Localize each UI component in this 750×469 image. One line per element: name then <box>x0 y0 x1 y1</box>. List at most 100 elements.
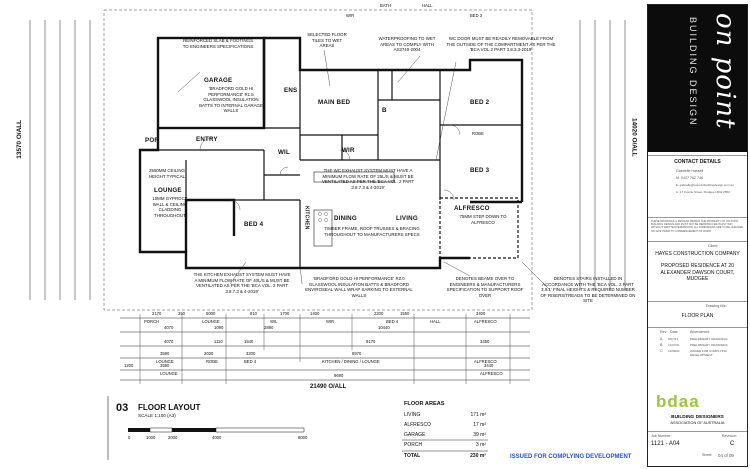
drawing-title: FLOOR PLAN <box>681 313 714 319</box>
bdaa-name: BUILDING DESIGNERS <box>671 415 724 420</box>
dim-label-bed4-2: BED 4 <box>244 359 257 364</box>
note-stairs: DENOTES STAIRS INSTALLED IN ACCORDANCE W… <box>540 276 636 303</box>
revision-table: Rev Date Amendment A 6/07/21 PRELIMINARY… <box>648 327 747 392</box>
note-ceiling-height: 2550mm CEILING HEIGHT TYPICAL <box>149 168 185 179</box>
scalebar-1: 1000 <box>146 435 156 440</box>
top-hall-label: HALL <box>422 3 433 8</box>
area-label-porch: PORCH <box>404 442 423 448</box>
note-wc-door: WC DOOR MUST BE READILY REMOVABLE FROM T… <box>446 36 556 52</box>
dim-top-6: 1400 <box>310 311 320 316</box>
scalebar-2: 2000 <box>168 435 178 440</box>
contact-name: Gabrielle Hassell <box>676 169 704 173</box>
rev-header-date: Date <box>670 330 678 334</box>
room-wil: WIL <box>278 149 290 156</box>
area-value-living: 171 m² <box>470 412 486 418</box>
dim-third-0: 4070 <box>164 339 174 344</box>
area-value-alfresco: 17 m² <box>473 422 486 428</box>
rev-header-rev: Rev <box>660 330 667 334</box>
dim-second-1: 1090 <box>214 325 224 330</box>
rev-row-a-rev: A <box>660 337 663 341</box>
dim-second-2: 2890 <box>264 325 274 330</box>
area-label-total: TOTAL <box>404 453 421 459</box>
dim-top-1: 250 <box>178 311 185 316</box>
room-alfresco: ALFRESCO <box>454 205 490 212</box>
room-kitchen: KITCHEN <box>303 206 310 230</box>
room-bed3: BED 3 <box>470 167 490 174</box>
client-label: Client: <box>708 244 719 248</box>
dim-label-porch: PORCH <box>144 319 160 324</box>
contact-email: E. gabrielle@onpointbuildingdesign.com.a… <box>676 183 734 187</box>
sheet-label: Sheet: <box>702 453 713 457</box>
dim-third-5: 3450 <box>480 339 490 344</box>
note-lounge-gyprock: 10mm GYPROCK WALL & CEILING CLADDING THR… <box>152 196 188 218</box>
scalebar-0: 0 <box>128 435 131 440</box>
dim-second-3: 10440 <box>378 325 390 330</box>
rev-row-a-text: PRELIMINARY DRAWINGS <box>690 337 728 341</box>
plan-linework <box>29 9 626 460</box>
contact-section: CONTACT DETAILS Gabrielle Hassell M. 042… <box>648 155 747 218</box>
overall-width-dim: 21490 O/ALL <box>310 384 347 390</box>
rev-header-amendment: Amendment <box>690 330 710 334</box>
scale-bar <box>128 427 305 433</box>
rev-row-a-date: 6/07/21 <box>668 337 679 341</box>
title-block: on point BUILDING DESIGN CONTACT DETAILS… <box>647 4 748 467</box>
drawing-title-section: Drawing title: FLOOR PLAN <box>648 301 747 326</box>
disclaimer: THESE DRAWINGS & DESIGNS REMAIN THE PROP… <box>651 220 744 233</box>
scalebar-4: 8000 <box>298 435 308 440</box>
contact-address: A. 17 Cowrie Street, Mudgee NSW 2850 <box>676 190 730 194</box>
left-overall-dim: 13570 O/ALL <box>16 120 23 159</box>
floor-areas-title: FLOOR AREAS <box>404 401 445 407</box>
brand-sub: BUILDING DESIGN <box>688 17 698 127</box>
dim-label-alfresco: ALFRESCO <box>474 319 497 324</box>
revision-value: C <box>730 441 735 447</box>
room-b: B <box>382 107 387 114</box>
dim-label-hall: HALL <box>430 319 441 324</box>
note-step-down: 75mm STEP DOWN TO ALFRESCO <box>459 214 507 225</box>
contact-phone: M. 0427 762 746 <box>676 176 703 180</box>
bdaa-logo: bdaa <box>656 392 700 411</box>
dim-label-robe: ROBE <box>206 359 218 364</box>
room-main-bed: MAIN BED <box>318 99 351 106</box>
dim-top-0: 2170 <box>152 311 162 316</box>
area-value-porch: 3 m² <box>476 442 486 448</box>
note-kitchen-exhaust: THE KITCHEN EXHAUST SYSTEM MUST HAVE A M… <box>193 272 291 294</box>
job-number: 1121 - A04 <box>651 441 680 447</box>
dim-top-4: 1700 <box>280 311 290 316</box>
dim-fourth-0: 3590 <box>160 351 170 356</box>
room-porch: POR <box>145 137 160 144</box>
room-entry: ENTRY <box>196 136 218 143</box>
job-section: Job Number: 1121 - A04 Revision: C Sheet… <box>648 431 747 466</box>
dim-label-bed4: BED 4 <box>386 319 399 324</box>
room-bed2: BED 2 <box>470 99 490 106</box>
layout-scale: SCALE 1:100 (A3) <box>138 413 176 418</box>
note-wc-exhaust: THE WC EXHAUST SYSTEM MUST HAVE A MINIMU… <box>321 168 414 190</box>
dim-label-wil: WIL <box>270 319 278 324</box>
dim-top-2: 5000 <box>206 311 216 316</box>
drawing-title-label: Drawing title: <box>706 304 727 308</box>
dim-bottom-1: 3590 <box>160 363 170 368</box>
dim-label-kdl: KITCHEN / DINING / LOUNGE <box>322 359 380 364</box>
dim-bottom-2: 9690 <box>334 373 344 378</box>
dim-third-1: 1110 <box>214 339 223 344</box>
note-slab: REINFORCED SLAB & FOOTINGS TO ENGINEERS … <box>182 38 254 49</box>
dim-third-2: 1540 <box>244 339 254 344</box>
revision-label: Revision: <box>722 434 737 438</box>
room-wir: WIR <box>342 147 355 154</box>
dim-third-4: 9170 <box>366 339 376 344</box>
dim-top-9: 1550 <box>400 311 410 316</box>
sheet-value: 04 of 09 <box>718 453 734 458</box>
job-label: Job Number: <box>651 434 672 438</box>
dim-bottom-0: 1200 <box>124 363 134 368</box>
dim-bottom-3: 3440 <box>484 363 494 368</box>
dim-fourth-1: 2030 <box>204 351 214 356</box>
client-section: Client: HAYES CONSTRUCTION COMPANY PROPO… <box>648 241 747 300</box>
brand-script: on point <box>710 13 740 130</box>
top-bath-label: BATH <box>380 3 391 8</box>
area-value-total: 230 m² <box>470 453 486 459</box>
contact-title: CONTACT DETAILS <box>674 159 721 165</box>
rev-row-b-date: 12/07/21 <box>668 343 680 347</box>
disclaimer-section: THESE DRAWINGS & DESIGNS REMAIN THE PROP… <box>648 217 747 238</box>
room-dining: DINING <box>334 215 357 222</box>
rev-row-b-text: PRELIMINARY DRAWINGS <box>690 343 728 347</box>
